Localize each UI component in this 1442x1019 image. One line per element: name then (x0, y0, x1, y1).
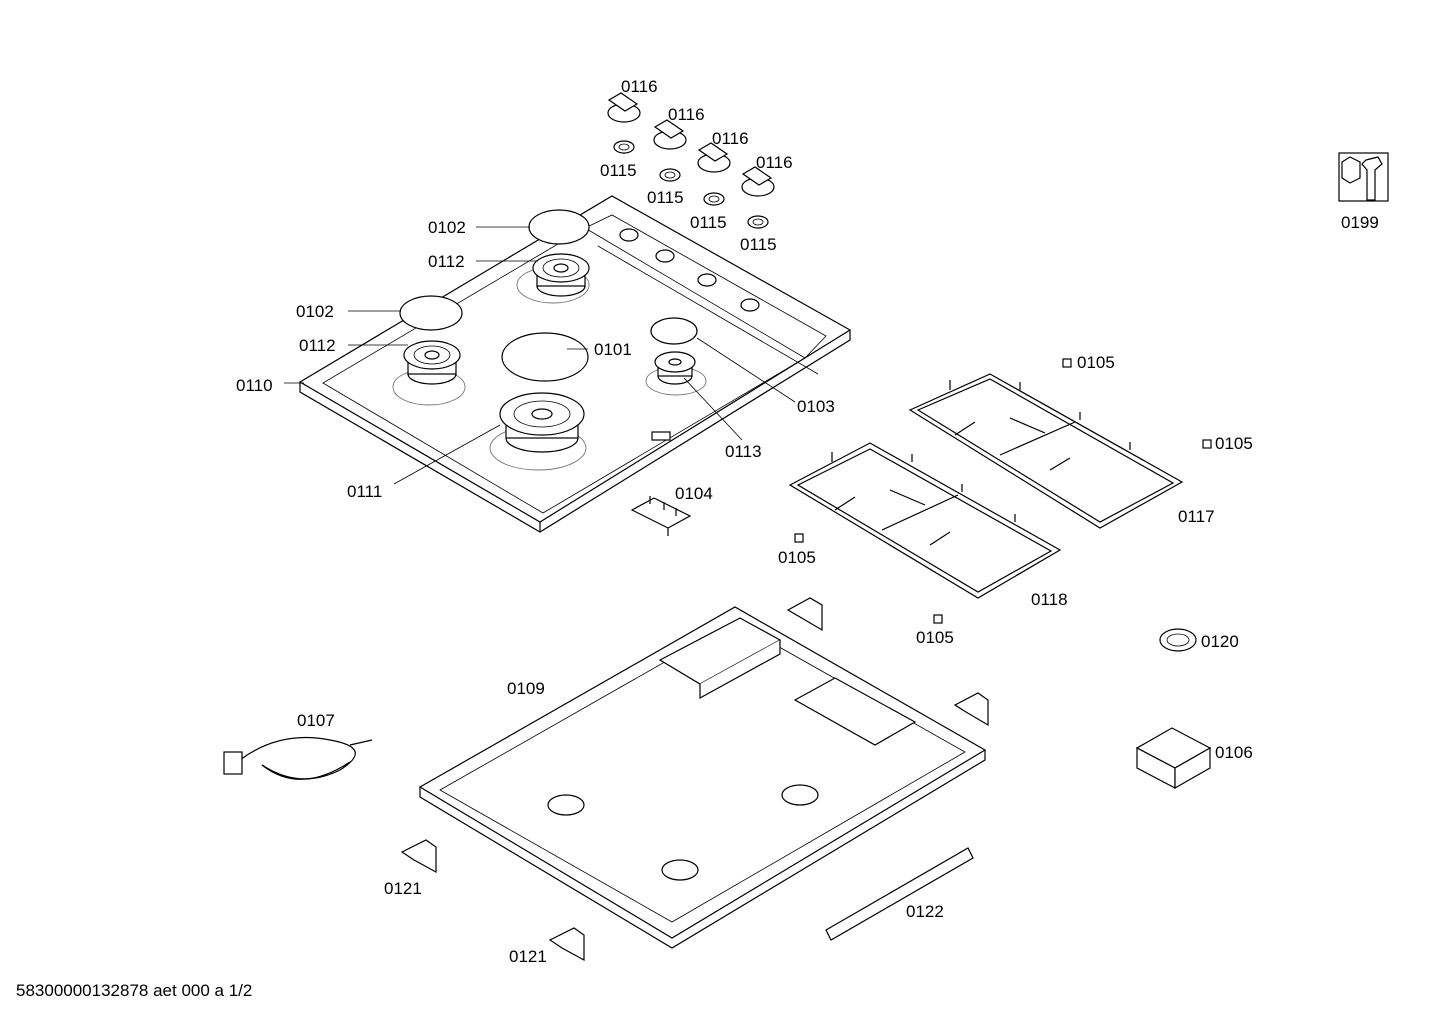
pan-support-0118 (788, 442, 1062, 599)
seal-strip-0122 (825, 847, 974, 941)
callout-label: 0121 (384, 879, 422, 898)
burner-cap-0102-left (399, 295, 463, 331)
foot-0105-3 (794, 533, 804, 543)
clip-0121-left (400, 839, 437, 874)
callout-label: 0103 (797, 397, 835, 416)
wrench-icon (1338, 152, 1389, 202)
burner-cap-0102-top (528, 209, 590, 245)
ring-0115-2 (659, 168, 681, 182)
callout-label: 0116 (712, 129, 749, 148)
box-0106 (1135, 727, 1212, 790)
callout-label: 0117 (1178, 507, 1215, 526)
callout-label: 0120 (1201, 632, 1239, 651)
callout-labels: 0116 0116 0116 0116 0115 0115 0115 0115 … (236, 77, 1379, 966)
burner-cap-0103 (650, 317, 698, 345)
knob-0116-3 (697, 142, 731, 173)
burner-head-0112-left (403, 340, 461, 385)
callout-label: 0105 (1077, 353, 1115, 372)
callout-label: 0116 (621, 77, 658, 96)
burner-cap-0101 (501, 332, 589, 382)
knob-0116-4 (741, 166, 775, 197)
callout-label: 0199 (1341, 213, 1379, 232)
clip-0121-topright-2 (953, 692, 989, 727)
seal-0120 (1159, 628, 1197, 652)
bottom-tray-0109 (418, 606, 987, 949)
callout-label: 0115 (690, 213, 727, 232)
callout-label: 0102 (428, 218, 466, 237)
callout-label: 0115 (740, 235, 777, 254)
clip-0121-bottom (548, 927, 585, 962)
callout-label: 0105 (916, 628, 954, 647)
cable-0107 (223, 736, 373, 780)
ring-0115-1 (613, 140, 635, 154)
callout-label: 0116 (668, 105, 705, 124)
callout-label: 0113 (725, 442, 762, 461)
callout-label: 0101 (594, 340, 632, 359)
burner-head-0111 (499, 392, 585, 453)
callout-label: 0111 (347, 482, 382, 501)
knob-0116-2 (653, 119, 687, 150)
knob-0116-1 (607, 92, 641, 123)
callout-label: 0112 (428, 252, 465, 271)
callout-label: 0109 (507, 679, 545, 698)
callout-label: 0121 (509, 947, 547, 966)
callout-label: 0118 (1031, 590, 1068, 609)
callout-label: 0122 (906, 902, 944, 921)
electrode-0104 (630, 496, 692, 536)
leader-lines (284, 226, 796, 485)
callout-label: 0115 (647, 188, 684, 207)
callout-label: 0106 (1215, 743, 1253, 762)
callout-label: 0104 (675, 484, 713, 503)
pan-support-0117 (908, 373, 1184, 529)
foot-0105-2 (1202, 439, 1212, 449)
callout-label: 0105 (778, 548, 816, 567)
burner-head-0112-top (532, 253, 590, 297)
foot-0105-4 (933, 614, 943, 624)
burner-head-0113 (654, 351, 696, 385)
callout-label: 0102 (296, 302, 334, 321)
document-id: 58300000132878 aet 000 a 1/2 (16, 981, 253, 1000)
clip-0121-topright-1 (786, 597, 823, 632)
callout-label: 0116 (756, 153, 793, 172)
callout-label: 0107 (297, 711, 335, 730)
foot-0105-1 (1062, 358, 1072, 368)
ring-0115-4 (747, 215, 769, 229)
callout-label: 0105 (1215, 434, 1253, 453)
callout-label: 0115 (600, 161, 637, 180)
ring-0115-3 (703, 192, 725, 206)
callout-label: 0110 (236, 376, 273, 395)
callout-label: 0112 (299, 336, 336, 355)
